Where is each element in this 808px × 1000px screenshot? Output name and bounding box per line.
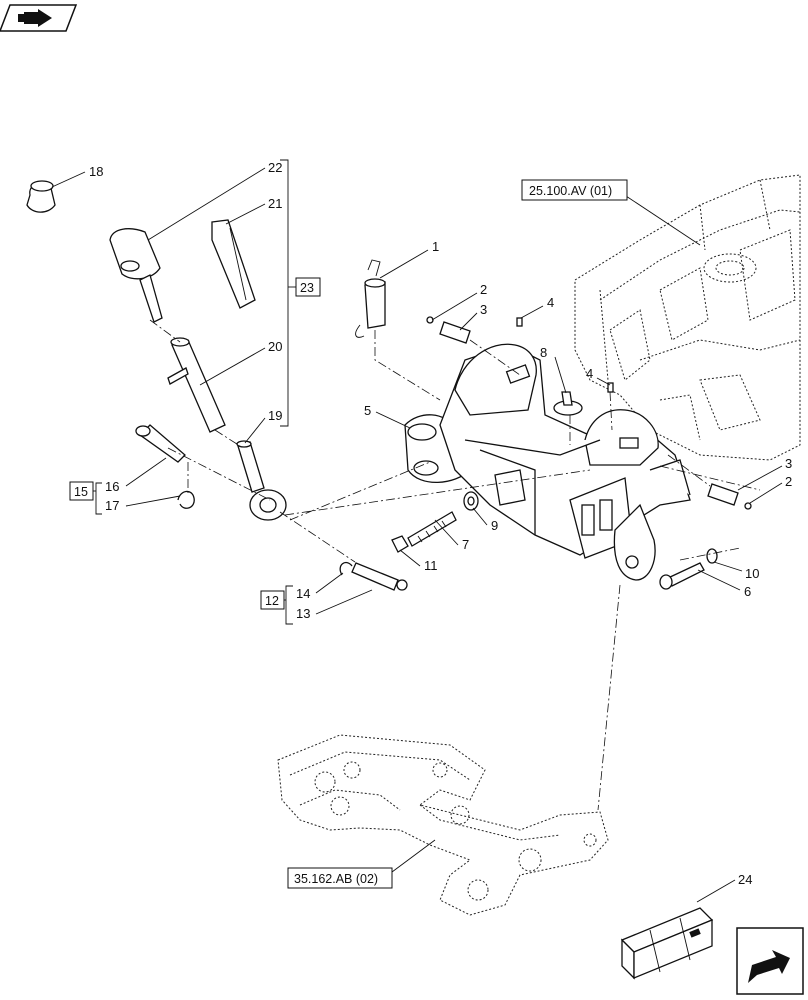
part-13-pin-chain bbox=[351, 562, 408, 591]
part-1-locking-pin bbox=[355, 259, 386, 338]
part-20-lift-tube bbox=[167, 337, 226, 433]
group-23-label: 23 bbox=[300, 281, 314, 295]
assembly-lines bbox=[149, 319, 761, 811]
svg-text:5: 5 bbox=[364, 403, 371, 418]
svg-text:35.162.AB (02): 35.162.AB (02) bbox=[294, 872, 378, 886]
svg-text:10: 10 bbox=[745, 566, 759, 581]
part-22-upper-end bbox=[109, 228, 163, 323]
part-17-clip bbox=[177, 490, 195, 509]
svg-text:24: 24 bbox=[738, 872, 752, 887]
callout-22: 22 bbox=[147, 160, 282, 241]
svg-text:2: 2 bbox=[785, 474, 792, 489]
callout-13: 13 bbox=[296, 589, 373, 621]
callout-20: 20 bbox=[199, 339, 282, 386]
svg-text:2: 2 bbox=[480, 282, 487, 297]
callout-1: 1 bbox=[379, 239, 439, 279]
callout-2-upper: 2 bbox=[431, 282, 487, 321]
svg-text:9: 9 bbox=[491, 518, 498, 533]
callout-4-upper: 4 bbox=[520, 295, 554, 319]
group-12-label: 12 bbox=[265, 594, 279, 608]
svg-text:17: 17 bbox=[105, 498, 119, 513]
svg-text:20: 20 bbox=[268, 339, 282, 354]
transmission-housing bbox=[574, 174, 801, 461]
svg-text:3: 3 bbox=[480, 302, 487, 317]
part-10-washer bbox=[706, 548, 718, 564]
svg-text:16: 16 bbox=[105, 479, 119, 494]
svg-text:19: 19 bbox=[268, 408, 282, 423]
svg-text:11: 11 bbox=[424, 558, 438, 573]
callout-3-upper: 3 bbox=[459, 302, 487, 331]
ref-35-162-ab-02[interactable]: 35.162.AB (02) bbox=[287, 839, 436, 889]
svg-text:18: 18 bbox=[89, 164, 103, 179]
svg-text:6: 6 bbox=[744, 584, 751, 599]
part-9-washer bbox=[463, 491, 479, 511]
hitch-bracket bbox=[404, 343, 691, 581]
part-6-bolt bbox=[659, 562, 705, 590]
front-axle bbox=[277, 734, 609, 916]
callout-14: 14 bbox=[296, 572, 344, 601]
part-24-kit-box bbox=[620, 907, 714, 980]
part-21-wire-clip bbox=[211, 219, 256, 309]
group-12-bracket: 12 bbox=[260, 585, 293, 625]
callout-21: 21 bbox=[225, 196, 282, 225]
part-16-pin bbox=[135, 424, 186, 463]
svg-text:1: 1 bbox=[432, 239, 439, 254]
callout-7: 7 bbox=[434, 519, 469, 552]
callout-3-right: 3 bbox=[737, 456, 792, 491]
callout-19: 19 bbox=[244, 408, 282, 444]
svg-text:4: 4 bbox=[547, 295, 554, 310]
svg-text:25.100.AV (01): 25.100.AV (01) bbox=[529, 184, 612, 198]
callout-5: 5 bbox=[364, 403, 411, 429]
part-3-pin-right bbox=[707, 483, 752, 510]
group-15-label: 15 bbox=[74, 485, 88, 499]
svg-text:21: 21 bbox=[268, 196, 282, 211]
part-4-bolt-right bbox=[607, 382, 614, 393]
callout-18: 18 bbox=[51, 164, 103, 188]
callout-6: 6 bbox=[697, 569, 751, 599]
svg-text:3: 3 bbox=[785, 456, 792, 471]
group-15-bracket: 15 bbox=[69, 481, 102, 515]
svg-text:14: 14 bbox=[296, 586, 310, 601]
callout-24: 24 bbox=[696, 872, 752, 903]
svg-text:7: 7 bbox=[462, 537, 469, 552]
callout-4-right: 4 bbox=[586, 366, 611, 386]
lower-end-fitting bbox=[249, 489, 287, 521]
callout-17: 17 bbox=[105, 495, 181, 513]
callout-16: 16 bbox=[105, 457, 167, 494]
part-19-lower-rod bbox=[236, 440, 265, 493]
part-14-clip bbox=[339, 561, 353, 576]
next-arrow-icon[interactable] bbox=[736, 927, 804, 995]
part-7-bolt bbox=[407, 511, 457, 547]
callout-10: 10 bbox=[713, 561, 759, 581]
part-11-nut bbox=[391, 535, 409, 553]
callout-8: 8 bbox=[540, 345, 567, 394]
callout-11: 11 bbox=[399, 549, 438, 573]
group-23-bracket: 23 bbox=[280, 159, 321, 427]
part-3-pin-upper bbox=[426, 316, 471, 344]
callout-2-right: 2 bbox=[749, 474, 792, 504]
svg-text:22: 22 bbox=[268, 160, 282, 175]
svg-text:8: 8 bbox=[540, 345, 547, 360]
ref-25-100-av-01[interactable]: 25.100.AV (01) bbox=[521, 179, 701, 246]
svg-text:13: 13 bbox=[296, 606, 310, 621]
callout-9: 9 bbox=[472, 507, 498, 533]
part-4-bolt-upper bbox=[516, 317, 523, 327]
part-8-spring-clip bbox=[553, 391, 583, 416]
book-arrow-icon[interactable] bbox=[0, 4, 78, 32]
part-18-ball-joint bbox=[26, 180, 56, 213]
svg-text:4: 4 bbox=[586, 366, 593, 381]
